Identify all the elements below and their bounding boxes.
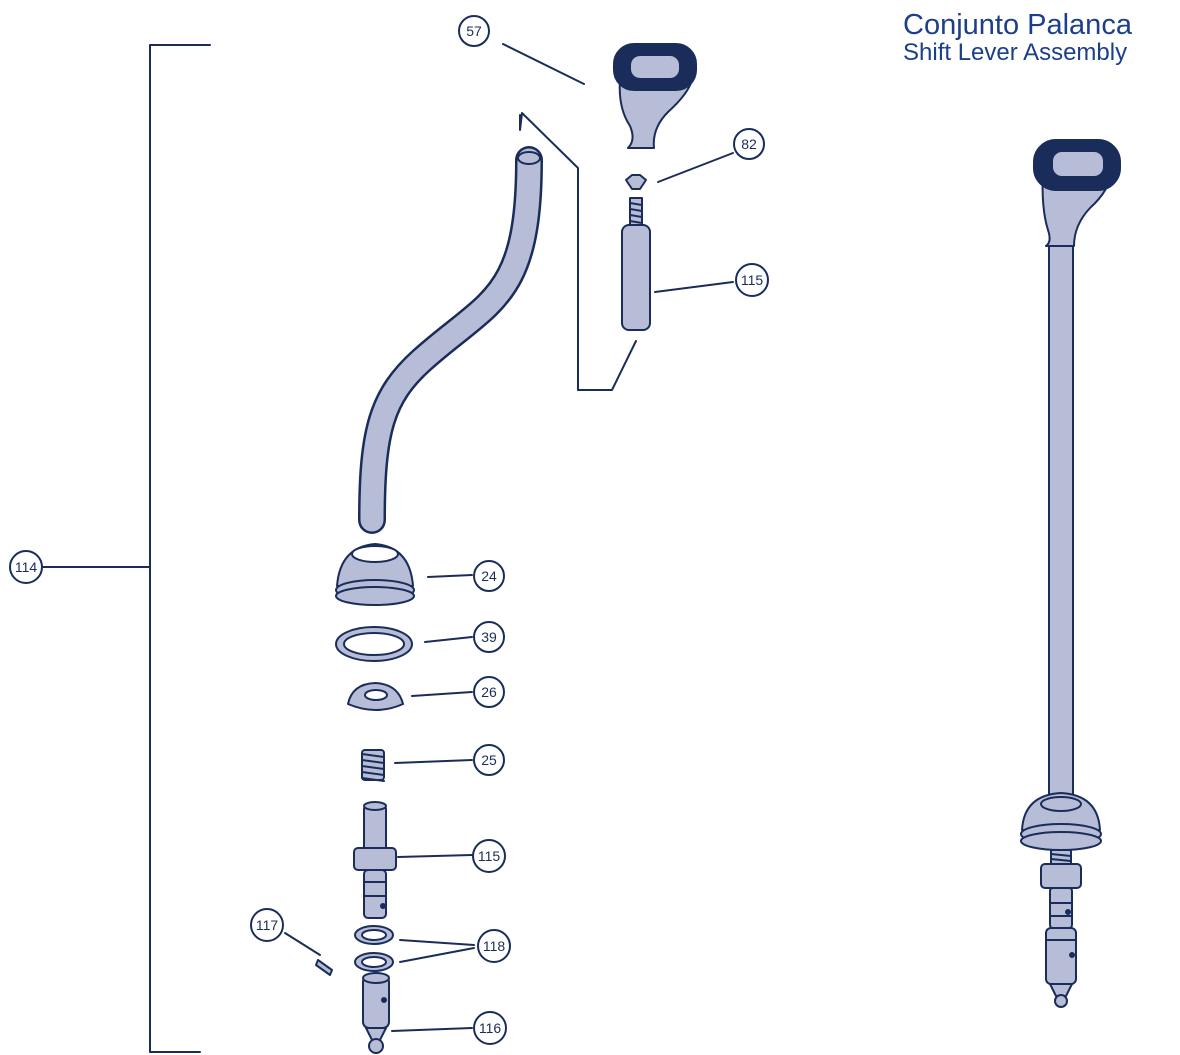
pin	[315, 959, 333, 976]
leader-26	[411, 691, 473, 697]
leader-115b	[397, 854, 473, 858]
cup-washer	[347, 682, 404, 711]
leader-82	[657, 152, 734, 183]
callout-39: 39	[481, 629, 497, 645]
callout-25: 25	[481, 752, 497, 768]
lower-shaft	[353, 801, 397, 919]
callout-circle-117	[250, 908, 284, 942]
callout-circle-25	[473, 744, 505, 776]
title-english: Shift Lever Assembly	[903, 39, 1128, 66]
callout-circle-57	[458, 15, 490, 47]
assembly-bracket	[149, 44, 211, 1053]
callout-118: 118	[483, 938, 506, 954]
callout-circle-114	[9, 550, 43, 584]
callout-117: 117	[256, 917, 279, 933]
callout-114: 114	[15, 559, 38, 575]
spring	[361, 749, 385, 782]
callout-circle-116	[473, 1011, 507, 1045]
callout-circle-115b	[472, 839, 506, 873]
leader-118a	[399, 939, 475, 946]
title-block: Conjunto Palanca Shift Lever Assembly	[903, 10, 1132, 65]
leader-25	[394, 759, 473, 764]
callout-circle-115a	[735, 263, 769, 297]
leader-115a	[654, 281, 734, 293]
callout-116: 116	[479, 1020, 502, 1036]
assembled-lever	[1020, 139, 1121, 1008]
nut	[625, 174, 647, 190]
leader-39	[424, 636, 473, 643]
title-spanish: Conjunto Palanca	[903, 9, 1132, 41]
callout-circle-24	[473, 560, 505, 592]
leader-116	[391, 1027, 473, 1032]
boot-dome	[335, 543, 415, 606]
callout-circle-39	[473, 621, 505, 653]
leader-118b	[399, 947, 475, 963]
callout-circle-26	[473, 676, 505, 708]
leader-24	[427, 574, 473, 578]
callout-82: 82	[741, 136, 757, 152]
bent-lever	[358, 146, 543, 534]
shift-knob	[613, 43, 697, 149]
leader-57	[502, 43, 585, 85]
callout-24: 24	[481, 568, 497, 584]
thin-washers	[354, 925, 394, 972]
bottom-coupler	[362, 972, 390, 1054]
leader-117	[284, 932, 321, 956]
callout-115b: 115	[478, 848, 501, 864]
callout-115a: 115	[741, 272, 764, 288]
sealing-ring	[335, 626, 413, 662]
rod-stud	[621, 197, 651, 331]
callout-57: 57	[466, 23, 482, 39]
callout-circle-82	[733, 128, 765, 160]
rod-bracket	[519, 112, 637, 391]
callout-circle-118	[477, 929, 511, 963]
callout-26: 26	[481, 684, 497, 700]
